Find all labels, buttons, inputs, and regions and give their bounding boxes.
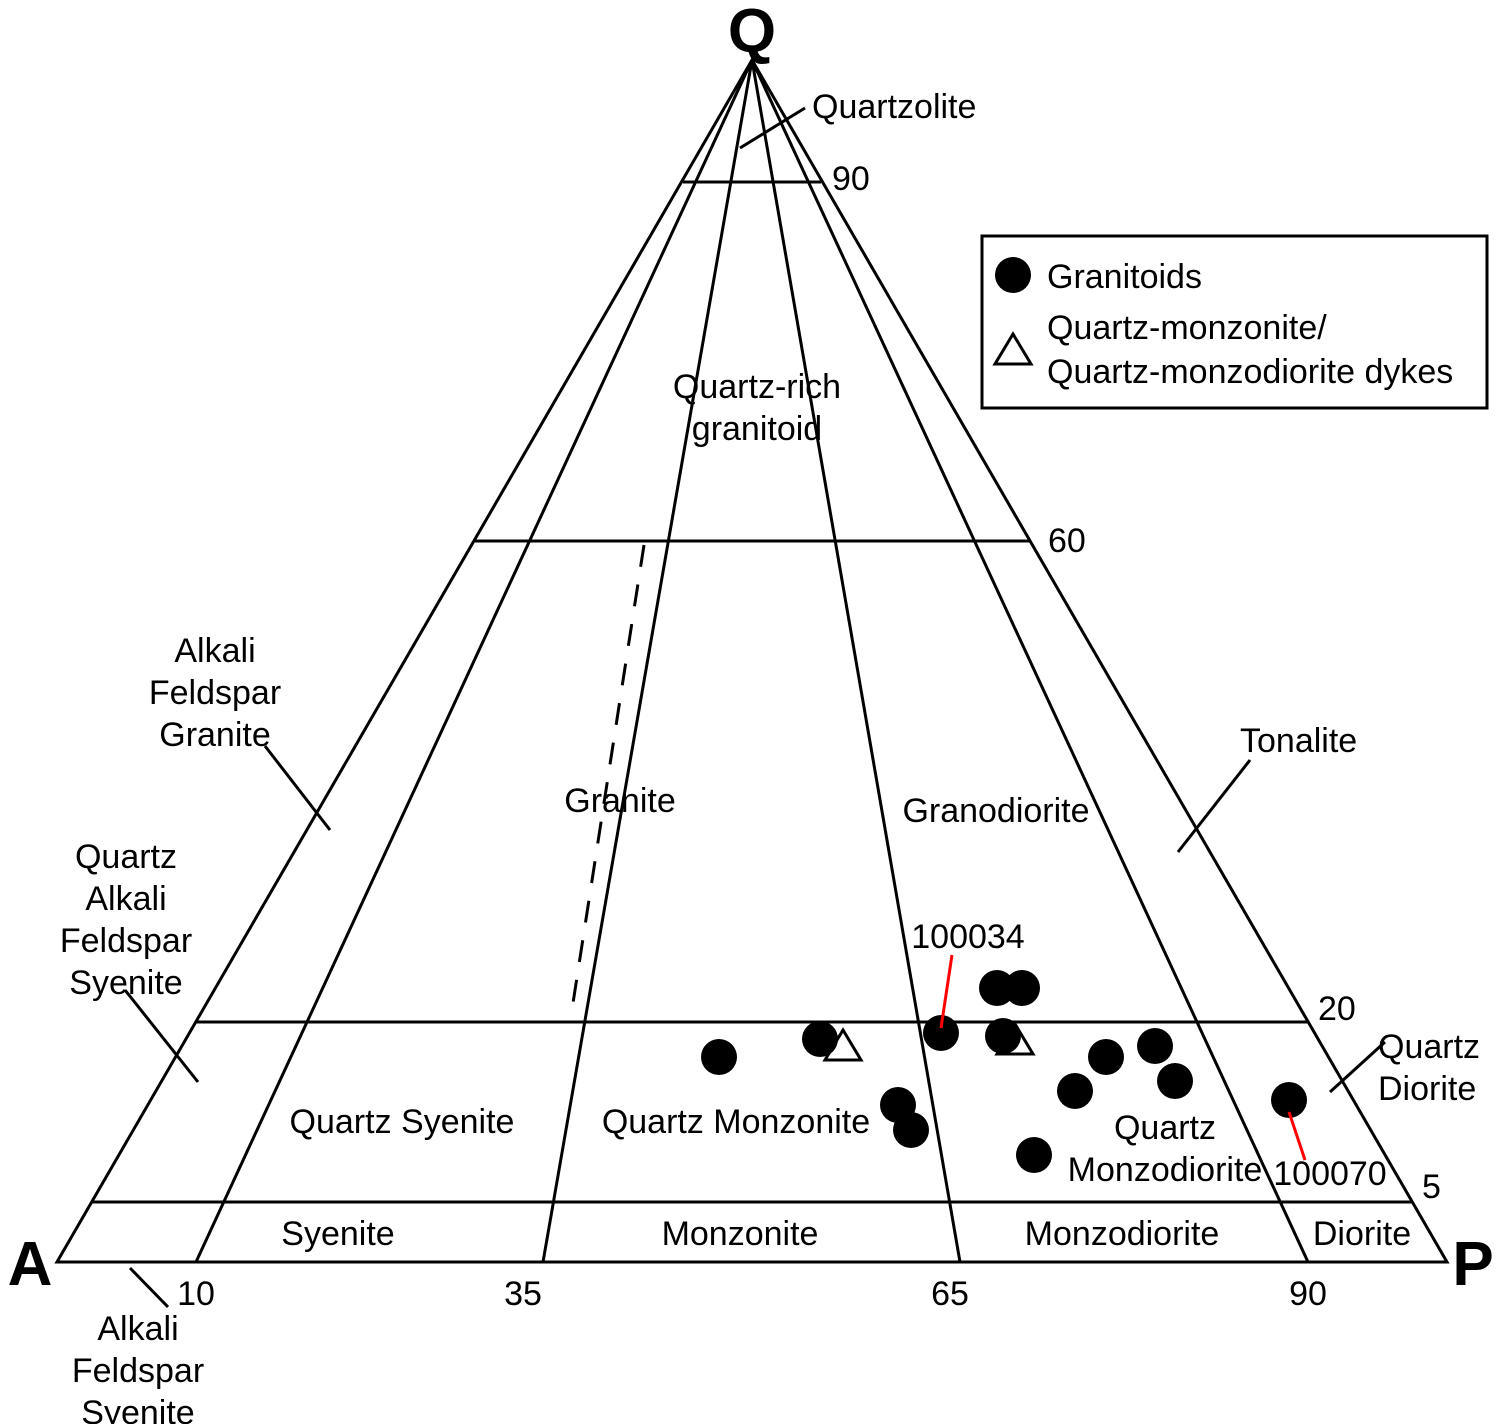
field-label-quartz-alkali-feldspar-syenite-line4: Syenite (69, 964, 182, 1002)
leader-alkali-feldspar-syenite (128, 1266, 170, 1309)
field-label-monzonite: Monzonite (662, 1215, 819, 1253)
ap90-line (750, 59, 1310, 1263)
leader-quartz-alkali-feldspar-syenite (123, 989, 200, 1083)
field-label-alkali-feldspar-syenite-line3: Syenite (81, 1394, 194, 1424)
field-label-quartz-alkali-feldspar-syenite-line2: Alkali (85, 880, 166, 918)
field-label-tonalite: Tonalite (1240, 722, 1357, 760)
tick-label-p10: 10 (177, 1275, 215, 1313)
leader-tonalite (1176, 759, 1252, 853)
data-point[interactable] (1137, 1028, 1173, 1064)
data-point-100034[interactable] (923, 1015, 959, 1051)
field-label-alkali-feldspar-syenite-line1: Alkali (97, 1310, 178, 1348)
field-label-alkali-feldspar-syenite-line2: Feldspar (72, 1352, 204, 1390)
vertex-label-a: A (8, 1230, 53, 1299)
tick-label-p35: 35 (504, 1275, 542, 1313)
data-point[interactable] (1057, 1073, 1093, 1109)
sample-annotation-100070: 100070 (1273, 1111, 1387, 1193)
data-point-100070[interactable] (1271, 1082, 1307, 1118)
ap35-line (541, 59, 754, 1263)
triangle-outline (54, 57, 1450, 1264)
field-label-quartz-rich-granitoid-line2: granitoid (692, 410, 822, 448)
field-label-quartz-monzonite: Quartz Monzonite (602, 1103, 870, 1141)
field-label-monzodiorite: Monzodiorite (1025, 1215, 1220, 1253)
sample-label-100070: 100070 (1273, 1155, 1386, 1193)
field-label-granodiorite: Granodiorite (902, 792, 1089, 830)
data-point[interactable] (701, 1039, 737, 1075)
leader-quartz-diorite (1328, 1040, 1387, 1094)
legend-label-dykes-line2: Quartz-monzodiorite dykes (1047, 353, 1453, 391)
leader-alkali-feldspar-granite (263, 745, 332, 831)
legend-label-granitoids: Granitoids (1047, 258, 1202, 296)
data-point[interactable] (1004, 970, 1040, 1006)
field-label-alkali-feldspar-granite-line1: Alkali (174, 632, 255, 670)
data-point[interactable] (1088, 1039, 1124, 1075)
data-point-triangle[interactable] (994, 1021, 1036, 1056)
field-label-quartzolite: Quartzolite (812, 88, 976, 126)
leader-line-100070 (1287, 1111, 1307, 1161)
legend-label-dykes-line1: Quartz-monzonite/ (1047, 309, 1327, 347)
tick-label-q90: 90 (832, 160, 870, 198)
data-point[interactable] (1016, 1137, 1052, 1173)
data-point[interactable] (979, 970, 1015, 1006)
field-label-alkali-feldspar-granite-line3: Granite (159, 716, 271, 754)
legend-marker-dykes (992, 331, 1034, 366)
field-label-quartz-monzodiorite-line1: Quartz (1114, 1109, 1216, 1147)
tick-label-q20: 20 (1318, 990, 1356, 1028)
tick-label-q5: 5 (1422, 1168, 1441, 1206)
field-label-alkali-feldspar-granite-line2: Feldspar (149, 674, 281, 712)
leader-lines (123, 106, 1387, 1309)
vertex-label-q: Q (728, 0, 776, 66)
data-point[interactable] (893, 1112, 929, 1148)
field-label-quartz-alkali-feldspar-syenite-line3: Feldspar (60, 922, 192, 960)
field-label-quartz-syenite: Quartz Syenite (290, 1103, 515, 1141)
field-label-syenite: Syenite (281, 1215, 394, 1253)
series-granitoids (701, 970, 1307, 1173)
data-point[interactable] (802, 1021, 838, 1057)
leader-quartzolite (739, 106, 806, 150)
field-label-quartz-monzodiorite-line2: Monzodiorite (1068, 1151, 1263, 1189)
ap-ratio-lines (194, 59, 1310, 1263)
tick-label-q60: 60 (1048, 522, 1086, 560)
field-label-quartz-alkali-feldspar-syenite-line1: Quartz (75, 838, 177, 876)
series-dykes (822, 1021, 1036, 1062)
sample-label-100034: 100034 (911, 918, 1024, 956)
field-label-granite: Granite (564, 782, 676, 820)
q-boundary-lines (92, 180, 1412, 1204)
legend-marker-granitoids (995, 257, 1031, 293)
vertex-label-p: P (1452, 1230, 1493, 1299)
field-label-diorite: Diorite (1313, 1215, 1411, 1253)
leader-line-100034 (939, 954, 954, 1029)
data-point-triangle[interactable] (822, 1027, 864, 1062)
granite-subdivision-dashed-line (569, 544, 646, 1017)
ap10-line (194, 59, 754, 1263)
field-label-quartz-diorite-line2: Diorite (1378, 1070, 1476, 1108)
legend: Granitoids Quartz-monzonite/ Quartz-monz… (980, 234, 1489, 410)
tick-label-p65: 65 (931, 1275, 969, 1313)
ap65-line (750, 59, 962, 1263)
sample-annotation-100034: 100034 (911, 918, 1025, 1029)
field-label-quartz-diorite-line1: Quartz (1378, 1028, 1480, 1066)
field-label-quartz-rich-granitoid-line1: Quartz-rich (673, 368, 841, 406)
legend-box (980, 234, 1489, 410)
data-point[interactable] (1157, 1063, 1193, 1099)
tick-label-p90: 90 (1289, 1275, 1327, 1313)
